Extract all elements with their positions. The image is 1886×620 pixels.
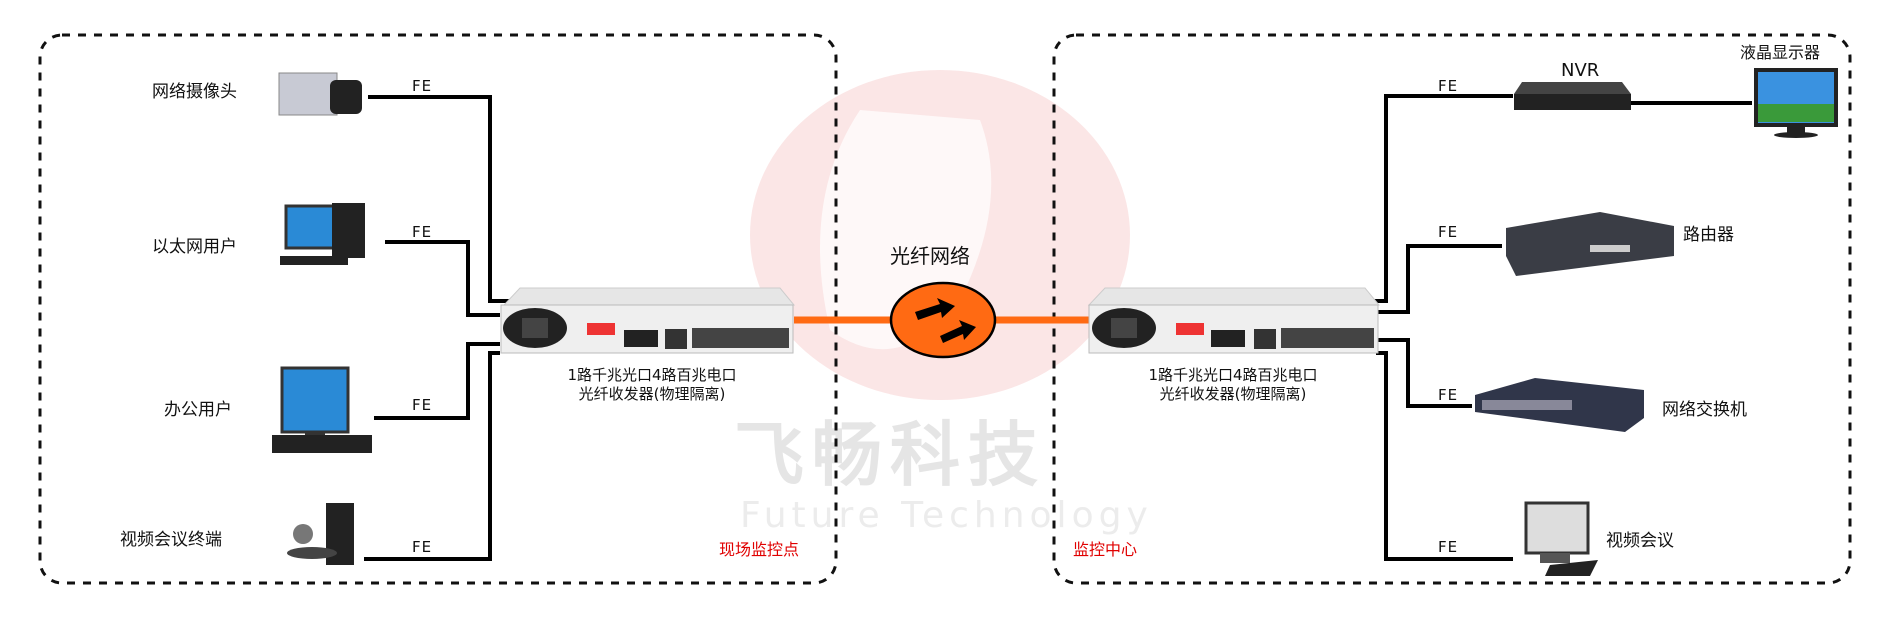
- left-device-caption: 1路千兆光口4路百兆电口 光纤收发器(物理隔离): [502, 366, 802, 404]
- lcd-monitor-icon: [1754, 68, 1838, 138]
- line-nvr: [1367, 94, 1513, 303]
- right-zone-border: [1052, 33, 1852, 585]
- left-transceiver-icon: [500, 287, 796, 354]
- caption-line: 1路千兆光口4路百兆电口: [1148, 366, 1318, 384]
- endpoint-label-office-user: 办公用户: [164, 400, 232, 420]
- link-type-label: FE: [412, 77, 433, 95]
- monitor-keyboard-icon: [272, 366, 372, 453]
- line-pc: [385, 240, 500, 317]
- watermark-text-en: Future Technology: [740, 495, 1153, 536]
- left-zone-border: [38, 33, 838, 585]
- desktop-pc-icon: [280, 203, 365, 265]
- video-conference-terminal-icon: [287, 503, 354, 565]
- link-type-label: FE: [412, 223, 433, 241]
- endpoint-label-video-terminal: 视频会议终端: [120, 530, 222, 550]
- link-type-label: FE: [1438, 223, 1459, 241]
- ip-camera-icon: [278, 72, 362, 116]
- endpoint-label-switch: 网络交换机: [1662, 400, 1747, 420]
- link-type-label: FE: [1438, 538, 1459, 556]
- router-icon: [1506, 212, 1674, 276]
- fiber-network-icon: [889, 281, 997, 359]
- video-conference-pc-icon: [1524, 501, 1598, 576]
- line-videoconf: [1376, 351, 1513, 561]
- link-type-label: FE: [1438, 386, 1459, 404]
- right-transceiver-icon: [1087, 287, 1381, 354]
- line-switch: [1376, 338, 1472, 408]
- endpoint-label-camera: 网络摄像头: [152, 82, 237, 102]
- endpoint-label-ethernet-user: 以太网用户: [152, 237, 237, 257]
- line-videoterm: [364, 351, 500, 561]
- link-type-label: FE: [412, 538, 433, 556]
- caption-line: 光纤收发器(物理隔离): [578, 385, 726, 403]
- switch-icon: [1475, 378, 1644, 432]
- fiber-network-label: 光纤网络: [890, 244, 970, 268]
- caption-line: 光纤收发器(物理隔离): [1159, 385, 1307, 403]
- link-type-label: FE: [412, 396, 433, 414]
- line-router: [1376, 244, 1502, 314]
- left-zone-label: 现场监控点: [719, 540, 800, 559]
- endpoint-label-video-conference: 视频会议: [1606, 531, 1674, 551]
- link-type-label: FE: [1438, 77, 1459, 95]
- line-camera: [368, 95, 511, 303]
- right-device-caption: 1路千兆光口4路百兆电口 光纤收发器(物理隔离): [1083, 366, 1383, 404]
- nvr-icon: [1514, 82, 1631, 110]
- monitor-label: 液晶显示器: [1740, 43, 1821, 62]
- right-zone-label: 监控中心: [1073, 540, 1138, 559]
- caption-line: 1路千兆光口4路百兆电口: [567, 366, 737, 384]
- watermark-text-cn: 飞畅科技: [734, 414, 1046, 496]
- nvr-label: NVR: [1561, 60, 1600, 81]
- line-office: [374, 342, 500, 420]
- endpoint-label-router: 路由器: [1683, 225, 1734, 245]
